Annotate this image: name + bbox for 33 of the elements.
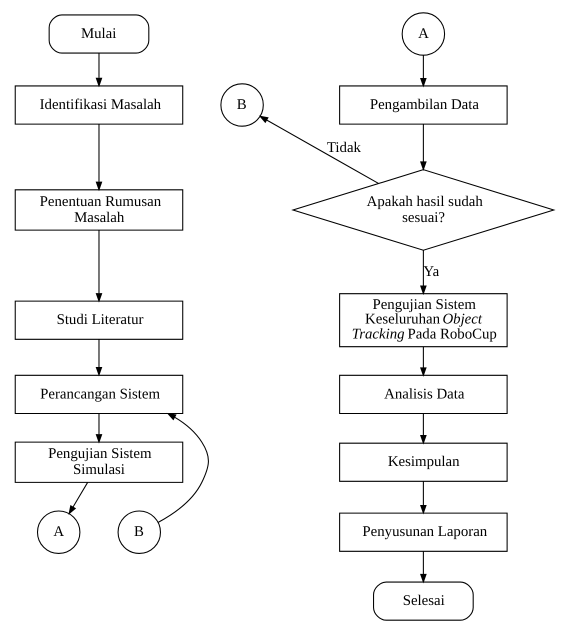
node-box: Analisis Data — [339, 374, 508, 414]
arrow — [96, 414, 102, 444]
arrow — [96, 124, 102, 192]
node-circle: A — [402, 12, 446, 56]
node-box: Penyusunan Laporan — [339, 512, 508, 552]
arrow — [420, 124, 427, 171]
arrow — [420, 250, 427, 296]
node-diamond: Apakah hasil sudah sesuai? — [291, 169, 556, 251]
arrow — [96, 53, 102, 88]
arrow — [158, 412, 209, 523]
arrow — [96, 339, 102, 377]
node-box: Perancangan Sistem — [14, 374, 184, 414]
arrow — [258, 116, 379, 184]
node-circle: B — [118, 510, 161, 554]
node-box: Penentuan Rumusan Masalah — [14, 189, 184, 231]
arrow — [96, 230, 102, 303]
node-box: Pengujian Sistem Simulasi — [14, 442, 184, 483]
node-box: Pengambilan Data — [339, 85, 508, 125]
node-box: Selesai — [373, 582, 474, 621]
node-box: Kesimpulan — [339, 442, 508, 482]
node-box: Studi Literatur — [14, 300, 184, 340]
node-box: Pengujian Sistem Keseluruhan Object Tracking Pada RoboCup — [339, 293, 508, 348]
node-circle: A — [36, 510, 80, 554]
arrow — [420, 482, 427, 515]
arrow — [420, 552, 427, 584]
arrow — [420, 346, 427, 377]
arrow — [420, 414, 427, 445]
arrow — [420, 55, 427, 88]
node-box: Identifikasi Masalah — [14, 85, 184, 125]
node-box: Mulai — [48, 14, 150, 54]
arrow — [68, 482, 88, 515]
node-circle: B — [220, 83, 264, 127]
edge-label: Tidak — [326, 140, 361, 156]
